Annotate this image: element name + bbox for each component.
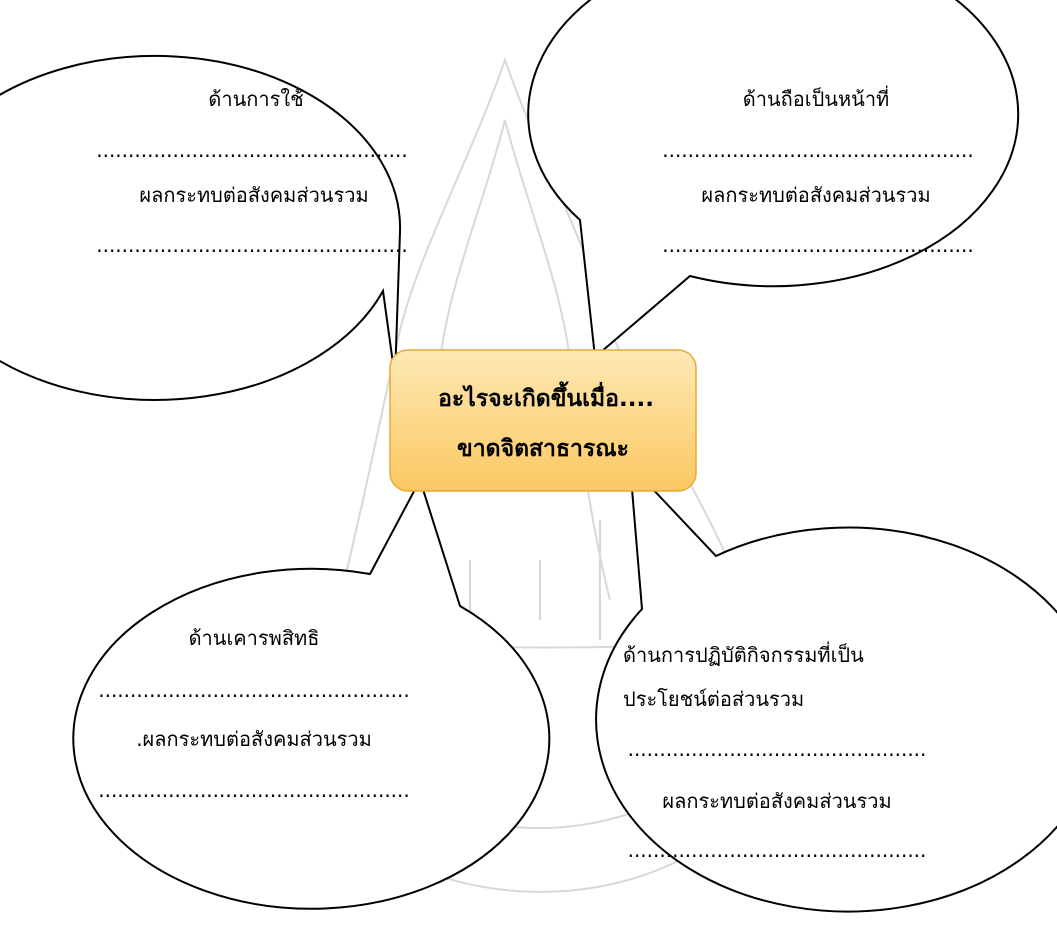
blank-line: ........................................… xyxy=(662,138,974,162)
bubble-heading: ด้านการปฏิบัติกิจกรรมที่เป็น xyxy=(623,641,864,667)
center-topic: อะไรจะเกิดขึ้นเมื่อ.... ขาดจิตสาธารณะ xyxy=(389,349,697,492)
bubble-heading-continued: ประโยชน์ต่อส่วนรวม xyxy=(623,687,804,711)
blank-line: ........................................… xyxy=(98,678,410,702)
bubble-bottom-right: ด้านการปฏิบัติกิจกรรมที่เป็น ประโยชน์ต่อ… xyxy=(595,462,1057,913)
blank-line: ........................................… xyxy=(96,233,408,257)
bubble-heading: ด้านเคารพสิทธิ xyxy=(189,626,320,650)
center-box xyxy=(389,349,697,492)
bubble-bottom-left: ด้านเคารพสิทธิ .........................… xyxy=(72,477,551,910)
bubble-top-left: ด้านการใช้ .............................… xyxy=(0,54,408,401)
impact-label: ผลกระทบต่อสังคมส่วนรวม xyxy=(662,789,891,813)
center-title-line2: ขาดจิตสาธารณะ xyxy=(457,436,629,462)
bubble-heading: ด้านถือเป็นหน้าที่ xyxy=(743,85,889,111)
bubble-shape xyxy=(0,54,402,401)
bubble-heading: ด้านการใช้ xyxy=(208,87,303,111)
blank-line: ........................................… xyxy=(96,138,408,162)
impact-label: ผลกระทบต่อสังคมส่วนรวม xyxy=(139,183,368,207)
blank-line: ........................................… xyxy=(98,778,410,802)
blank-line: ........................................… xyxy=(662,233,974,257)
bubble-shape xyxy=(527,0,1020,359)
impact-label: ผลกระทบต่อสังคมส่วนรวม xyxy=(701,183,930,207)
bubble-shape xyxy=(72,477,551,910)
bubble-top-right: ด้านถือเป็นหน้าที่ .....................… xyxy=(527,0,1020,359)
bubble-shape xyxy=(595,462,1057,913)
center-title-line1: อะไรจะเกิดขึ้นเมื่อ.... xyxy=(438,381,654,412)
blank-line: ........................................… xyxy=(628,737,927,761)
impact-label: .ผลกระทบต่อสังคมส่วนรวม xyxy=(136,727,372,751)
blank-line: ........................................… xyxy=(628,838,927,862)
